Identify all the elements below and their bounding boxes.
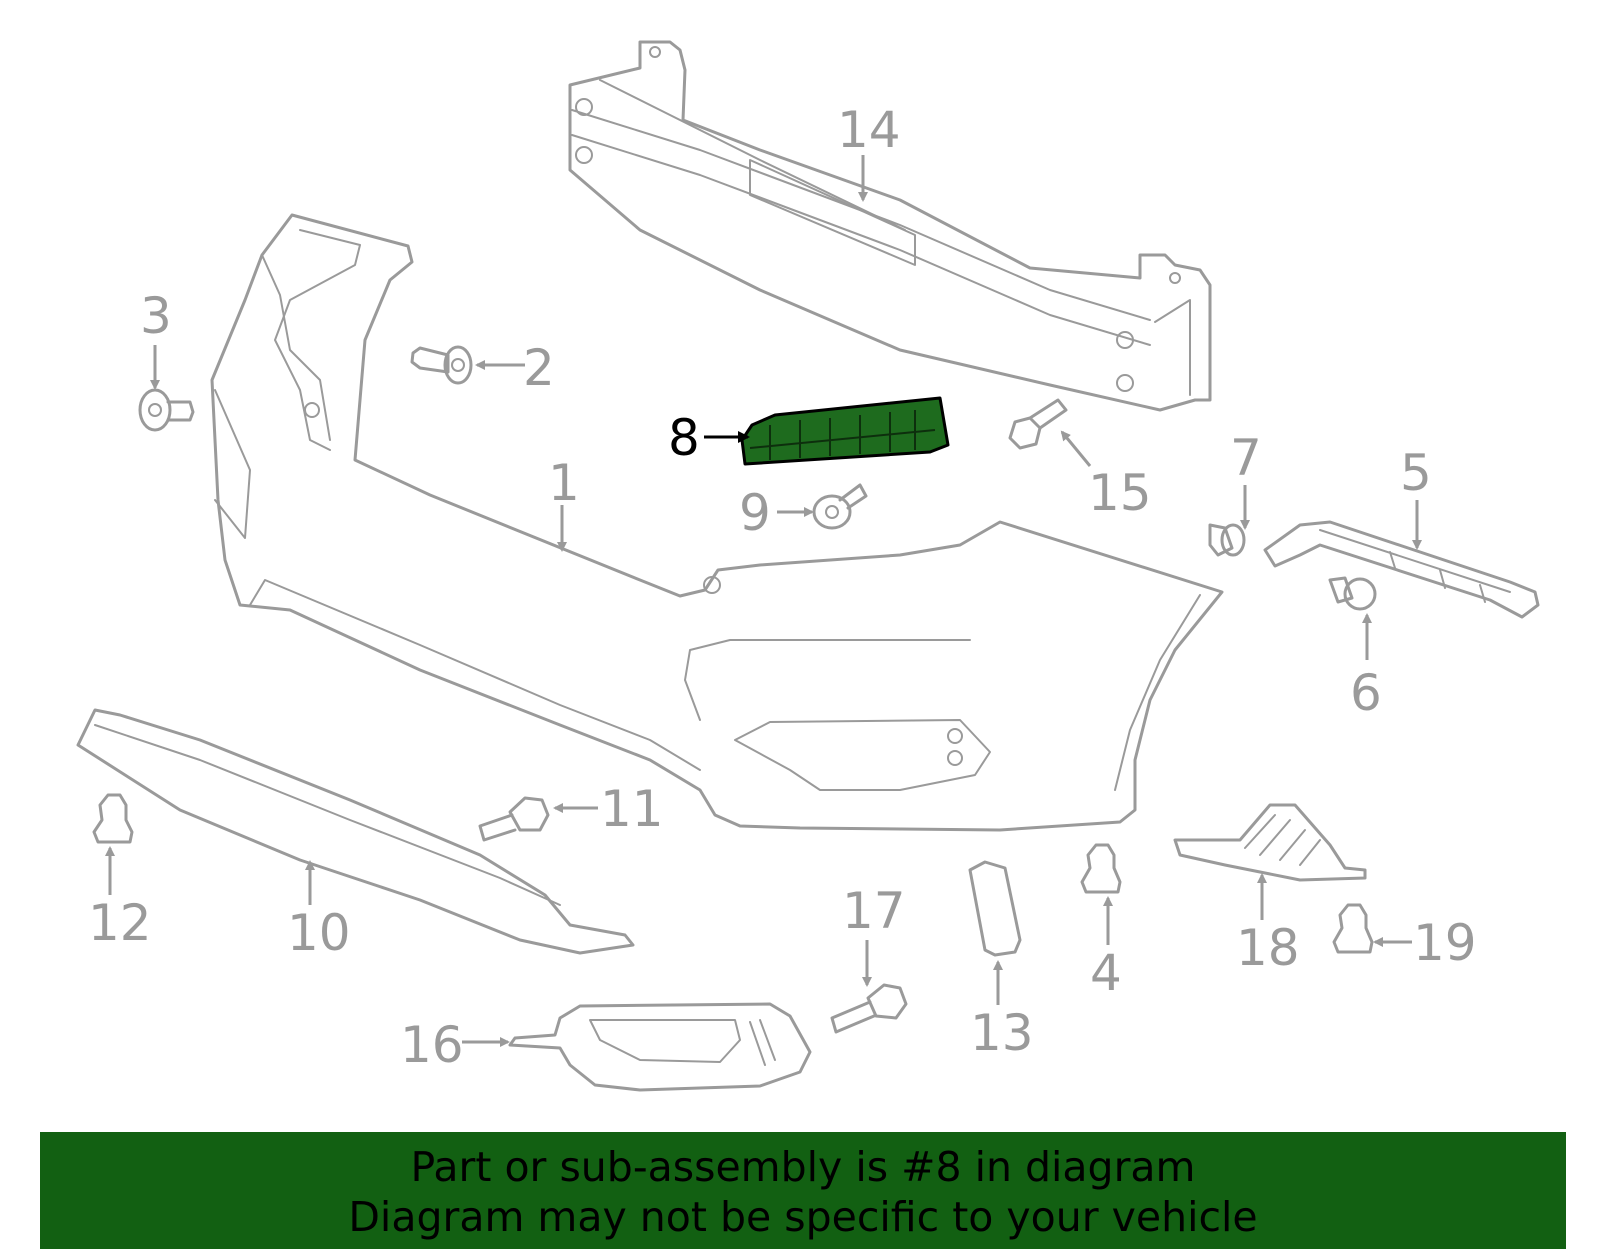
bolt-15 (1008, 398, 1068, 450)
clip-4 (1080, 843, 1122, 894)
callout-9: 9 (739, 484, 771, 542)
clip-7 (1208, 523, 1246, 557)
callout-3: 3 (140, 287, 172, 345)
callout-12: 12 (88, 894, 152, 952)
lower-molding (76, 708, 635, 955)
callout-8: 8 (668, 409, 700, 467)
nut-3 (138, 388, 195, 432)
callout-4: 4 (1090, 944, 1122, 1002)
clip-19 (1332, 903, 1374, 954)
callout-17: 17 (842, 882, 906, 940)
bumper-cover (210, 213, 1224, 832)
callout-16: 16 (400, 1016, 464, 1074)
side-bracket-5 (1263, 520, 1540, 619)
callout-6: 6 (1350, 664, 1382, 722)
banner-line-2: Diagram may not be specific to your vehi… (348, 1193, 1258, 1241)
callout-10: 10 (287, 904, 351, 962)
screw-6 (1328, 576, 1377, 611)
callout-7: 7 (1230, 429, 1262, 487)
fog-bezel-16 (508, 1002, 812, 1092)
bolt-11 (478, 796, 550, 842)
callout-14: 14 (837, 101, 901, 159)
callout-18: 18 (1236, 919, 1300, 977)
callout-1: 1 (548, 454, 580, 512)
reflector-13 (968, 860, 1022, 957)
callout-15: 15 (1088, 464, 1152, 522)
clip-12 (92, 793, 134, 844)
leader-lines (105, 155, 1422, 1047)
callout-13: 13 (970, 1004, 1034, 1062)
highlighted-part-8 (740, 396, 950, 466)
callout-2: 2 (523, 339, 555, 397)
banner-line-1: Part or sub-assembly is #8 in diagram (410, 1143, 1196, 1191)
callout-11: 11 (600, 780, 664, 838)
callout-19: 19 (1413, 914, 1477, 972)
screw-2 (410, 345, 473, 385)
bolt-17 (830, 983, 908, 1034)
callout-labels: 14 3 2 1 8 9 15 7 5 6 11 12 10 4 18 19 1… (88, 101, 1477, 1074)
callout-5: 5 (1400, 444, 1432, 502)
leader-15 (1060, 430, 1092, 467)
corner-bracket-18 (1173, 803, 1367, 882)
info-banner: Part or sub-assembly is #8 in diagram Di… (40, 1132, 1566, 1249)
reinforcement-beam (568, 40, 1212, 412)
clip-9 (812, 483, 868, 530)
